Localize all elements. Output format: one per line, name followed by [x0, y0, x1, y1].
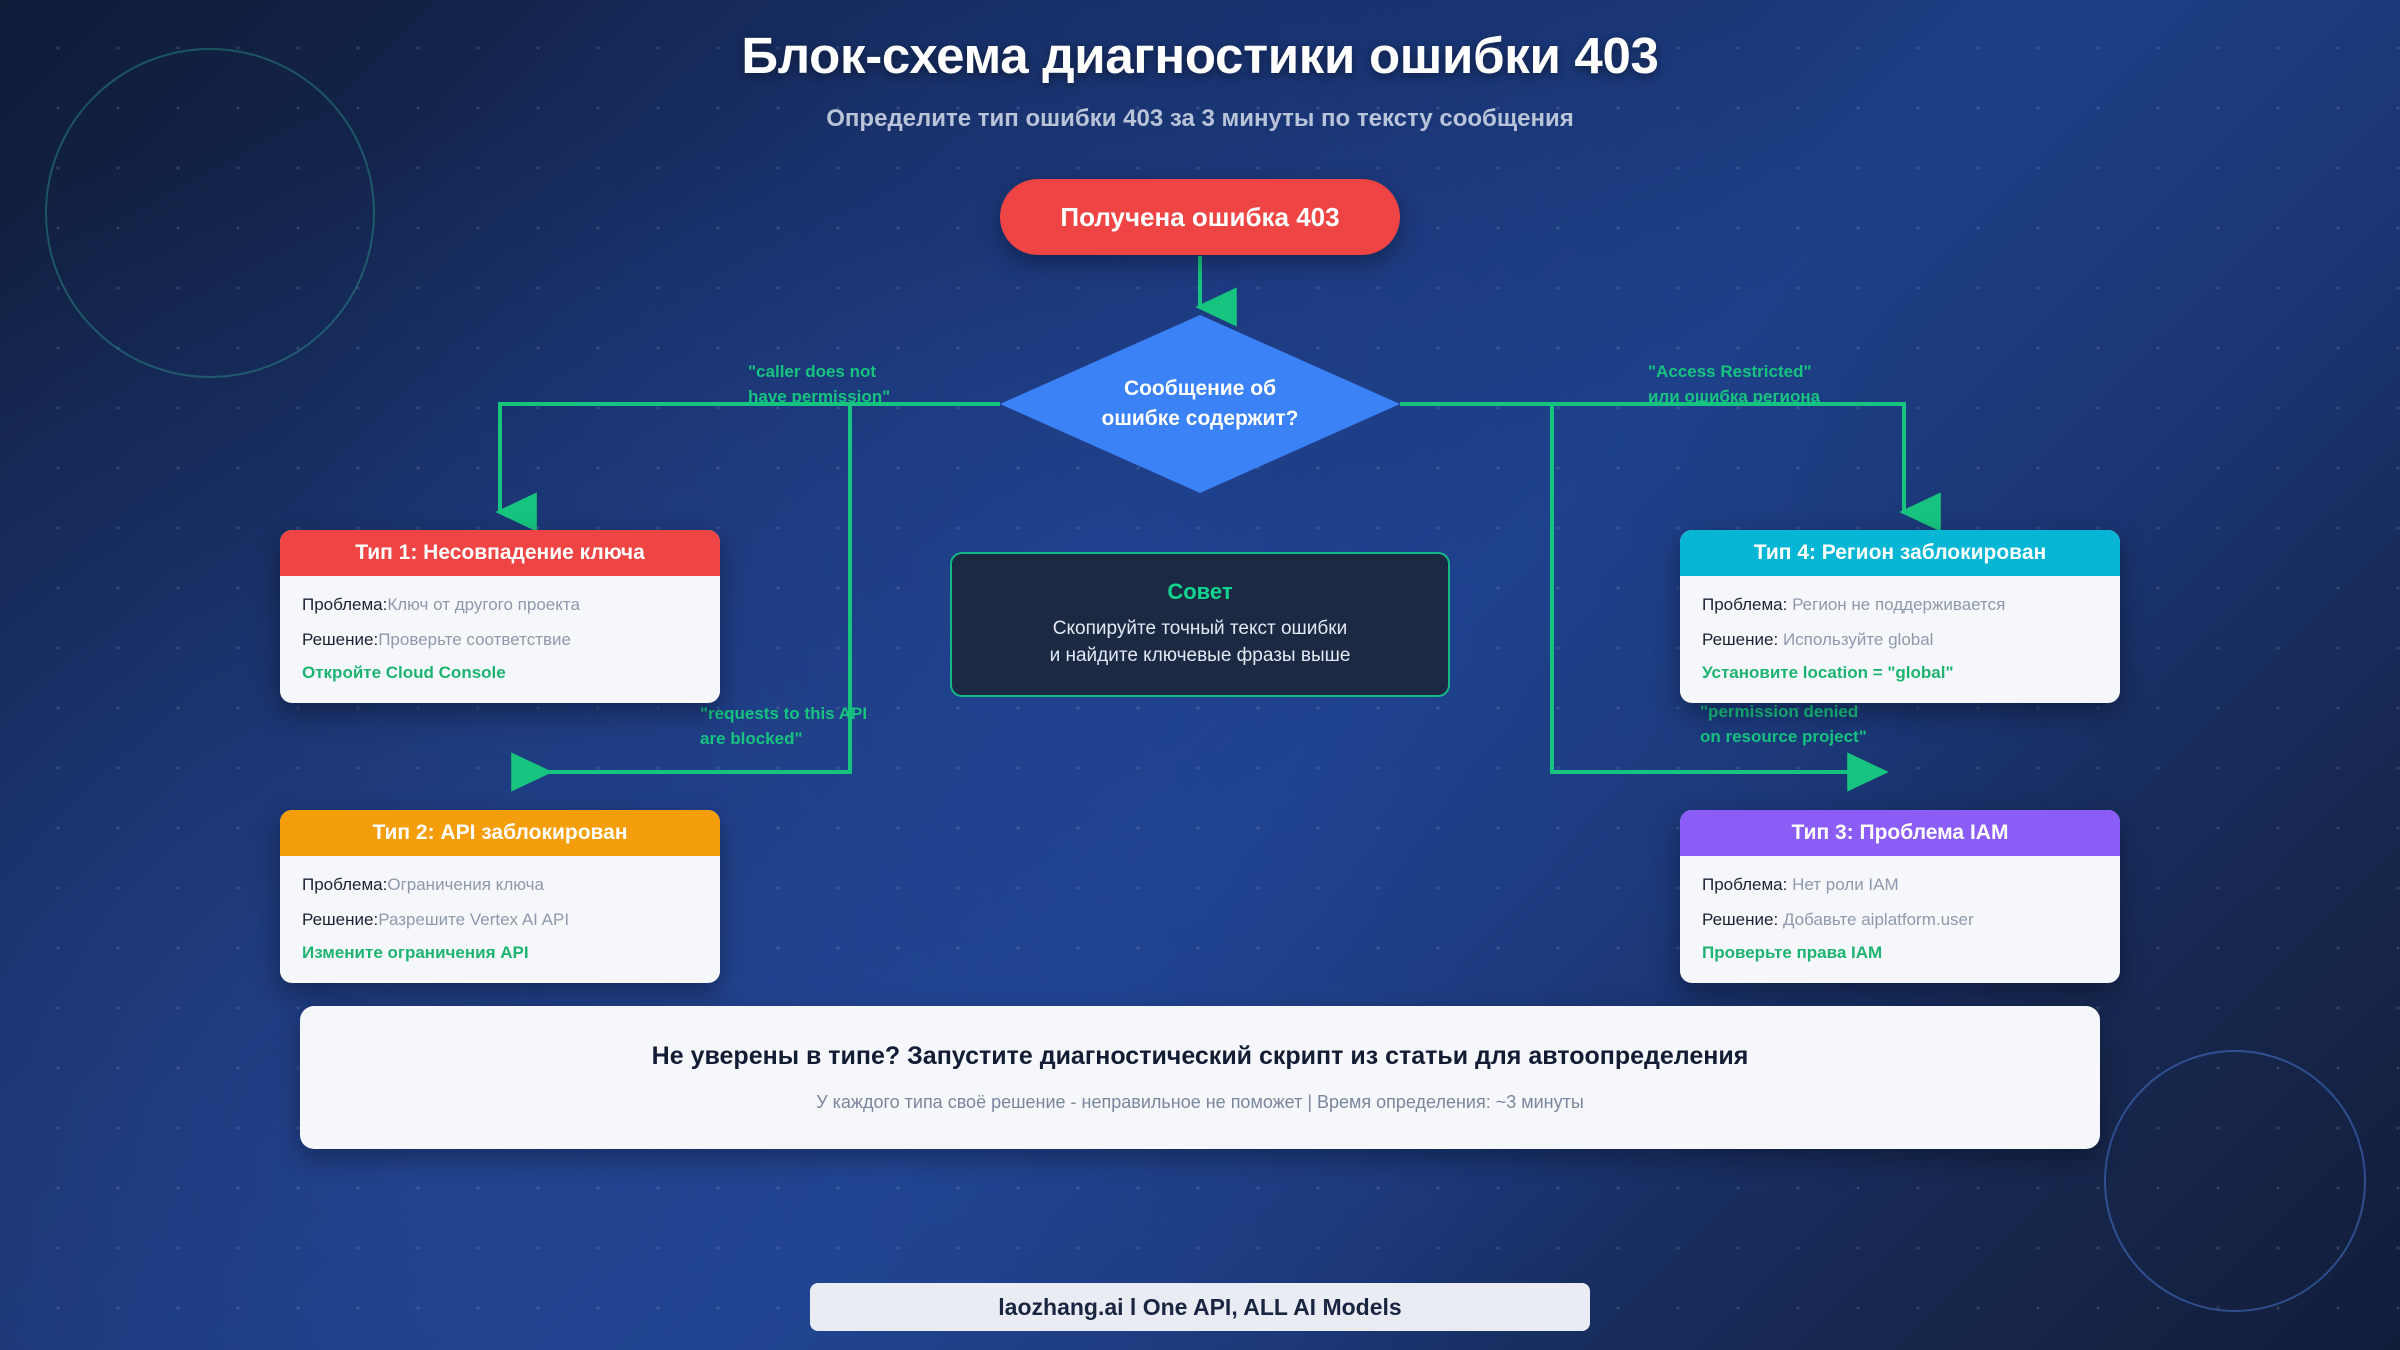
bottom-banner-subtitle: У каждого типа своё решение - неправильн…: [816, 1092, 1584, 1112]
start-node[interactable]: Получена ошибка 403: [1000, 179, 1400, 255]
card-type-4-solution-row: Решение: Используйте global: [1702, 628, 2098, 652]
card-type-1-solution-value: Проверьте соответствие: [378, 630, 571, 650]
card-type-1-problem-value: Ключ от другого проекта: [387, 595, 580, 614]
card-type-3-solution-label: Решение:: [1702, 910, 1783, 930]
card-type-1-body: Проблема:Ключ от другого проекта Решение…: [280, 576, 720, 703]
card-type-3-action[interactable]: Проверьте права IAM: [1702, 943, 1883, 963]
card-type-2-body: Проблема:Ограничения ключа Решение:Разре…: [280, 856, 720, 983]
decision-line-1: Сообщение об: [1123, 377, 1277, 401]
card-type-1-problem-row: Проблема:Ключ от другого проекта: [302, 593, 698, 617]
page-title: Блок-схема диагностики ошибки 403: [741, 27, 1659, 84]
card-type-4-solution-value: Используйте global: [1782, 630, 1934, 650]
decision-line-2: ошибке содержит?: [1101, 407, 1299, 430]
start-node-label: Получена ошибка 403: [1060, 201, 1340, 232]
edge-label-requests-blocked: "requests to this API are blocked": [700, 704, 868, 748]
card-type-3-body: Проблема: Нет роли IAM Решение: Добавьте…: [1680, 856, 2120, 983]
card-type-3-problem-value: Нет роли IAM: [1792, 875, 1899, 894]
decorative-circle-bottom-right: [2104, 1050, 2366, 1312]
card-type-4-problem-row: Проблема: Регион не поддерживается: [1702, 593, 2098, 617]
card-type-4-body: Проблема: Регион не поддерживается Решен…: [1680, 576, 2120, 703]
decision-node[interactable]: Сообщение об ошибке содержит?: [1000, 315, 1400, 493]
card-type-1-header: Тип 1: Несовпадение ключа: [280, 530, 720, 576]
tip-box: Совет Скопируйте точный текст ошибки и н…: [950, 552, 1450, 697]
card-type-1[interactable]: Тип 1: Несовпадение ключа Проблема:Ключ …: [280, 530, 720, 704]
card-type-3-problem-label: Проблема:: [1702, 875, 1793, 894]
card-type-3-header: Тип 3: Проблема IAM: [1680, 810, 2120, 856]
decorative-circle-top-left: [45, 48, 375, 378]
connector-decision-to-card1: [495, 402, 1000, 532]
card-type-2-problem-row: Проблема:Ограничения ключа: [302, 873, 698, 897]
card-type-2-problem-value: Ограничения ключа: [387, 875, 544, 894]
decision-node-text: Сообщение об ошибке содержит?: [1000, 315, 1400, 493]
card-type-3-problem-row: Проблема: Нет роли IAM: [1702, 873, 2098, 897]
edge-label-caller-no-permission: "caller does not have permission": [748, 362, 891, 406]
bottom-banner-title: Не уверены в типе? Запустите диагностиче…: [651, 1042, 1749, 1070]
connector-decision-to-card4: [1400, 402, 1941, 532]
card-type-4-header: Тип 4: Регион заблокирован: [1680, 530, 2120, 576]
card-type-1-solution-label: Решение:: [302, 630, 379, 650]
card-type-4-problem-value: Регион не поддерживается: [1792, 595, 2006, 614]
footer-badge-label: laozhang.ai l One API, ALL AI Models: [998, 1293, 1402, 1320]
card-type-2[interactable]: Тип 2: API заблокирован Проблема:Огранич…: [280, 810, 720, 984]
card-type-4-solution-label: Решение:: [1702, 630, 1783, 650]
card-type-1-problem-label: Проблема:: [302, 595, 388, 614]
edge-label-permission-denied: "permission denied on resource project": [1700, 702, 1867, 746]
edge-label-access-restricted: "Access Restricted" или ошибка региона: [1648, 362, 1821, 406]
card-type-2-header: Тип 2: API заблокирован: [280, 810, 720, 856]
card-type-3-solution-value: Добавьте aiplatform.user: [1782, 910, 1974, 930]
card-type-3-solution-row: Решение: Добавьте aiplatform.user: [1702, 908, 2098, 932]
card-type-4-action[interactable]: Установите location = "global": [1702, 663, 1954, 683]
card-type-4-problem-label: Проблема:: [1702, 595, 1793, 614]
page-subtitle: Определите тип ошибки 403 за 3 минуты по…: [826, 105, 1574, 132]
card-type-1-solution-row: Решение:Проверьте соответствие: [302, 628, 698, 652]
card-type-1-action[interactable]: Откройте Cloud Console: [302, 663, 506, 683]
footer-badge[interactable]: laozhang.ai l One API, ALL AI Models: [810, 1283, 1590, 1331]
card-type-2-action[interactable]: Измените ограничения API: [302, 943, 529, 963]
tip-line-1: Скопируйте точный текст ошибки: [1052, 618, 1348, 640]
card-type-2-problem-label: Проблема:: [302, 875, 388, 894]
card-type-2-solution-row: Решение:Разрешите Vertex AI API: [302, 908, 698, 932]
card-type-2-solution-label: Решение:: [302, 910, 379, 930]
card-type-2-solution-value: Разрешите Vertex AI API: [378, 910, 570, 930]
card-type-3[interactable]: Тип 3: Проблема IAM Проблема: Нет роли I…: [1680, 810, 2120, 984]
card-type-4[interactable]: Тип 4: Регион заблокирован Проблема: Рег…: [1680, 530, 2120, 704]
bottom-banner: Не уверены в типе? Запустите диагностиче…: [300, 1006, 2100, 1149]
tip-line-2: и найдите ключевые фразы выше: [1049, 645, 1351, 666]
tip-title: Совет: [1167, 579, 1233, 605]
